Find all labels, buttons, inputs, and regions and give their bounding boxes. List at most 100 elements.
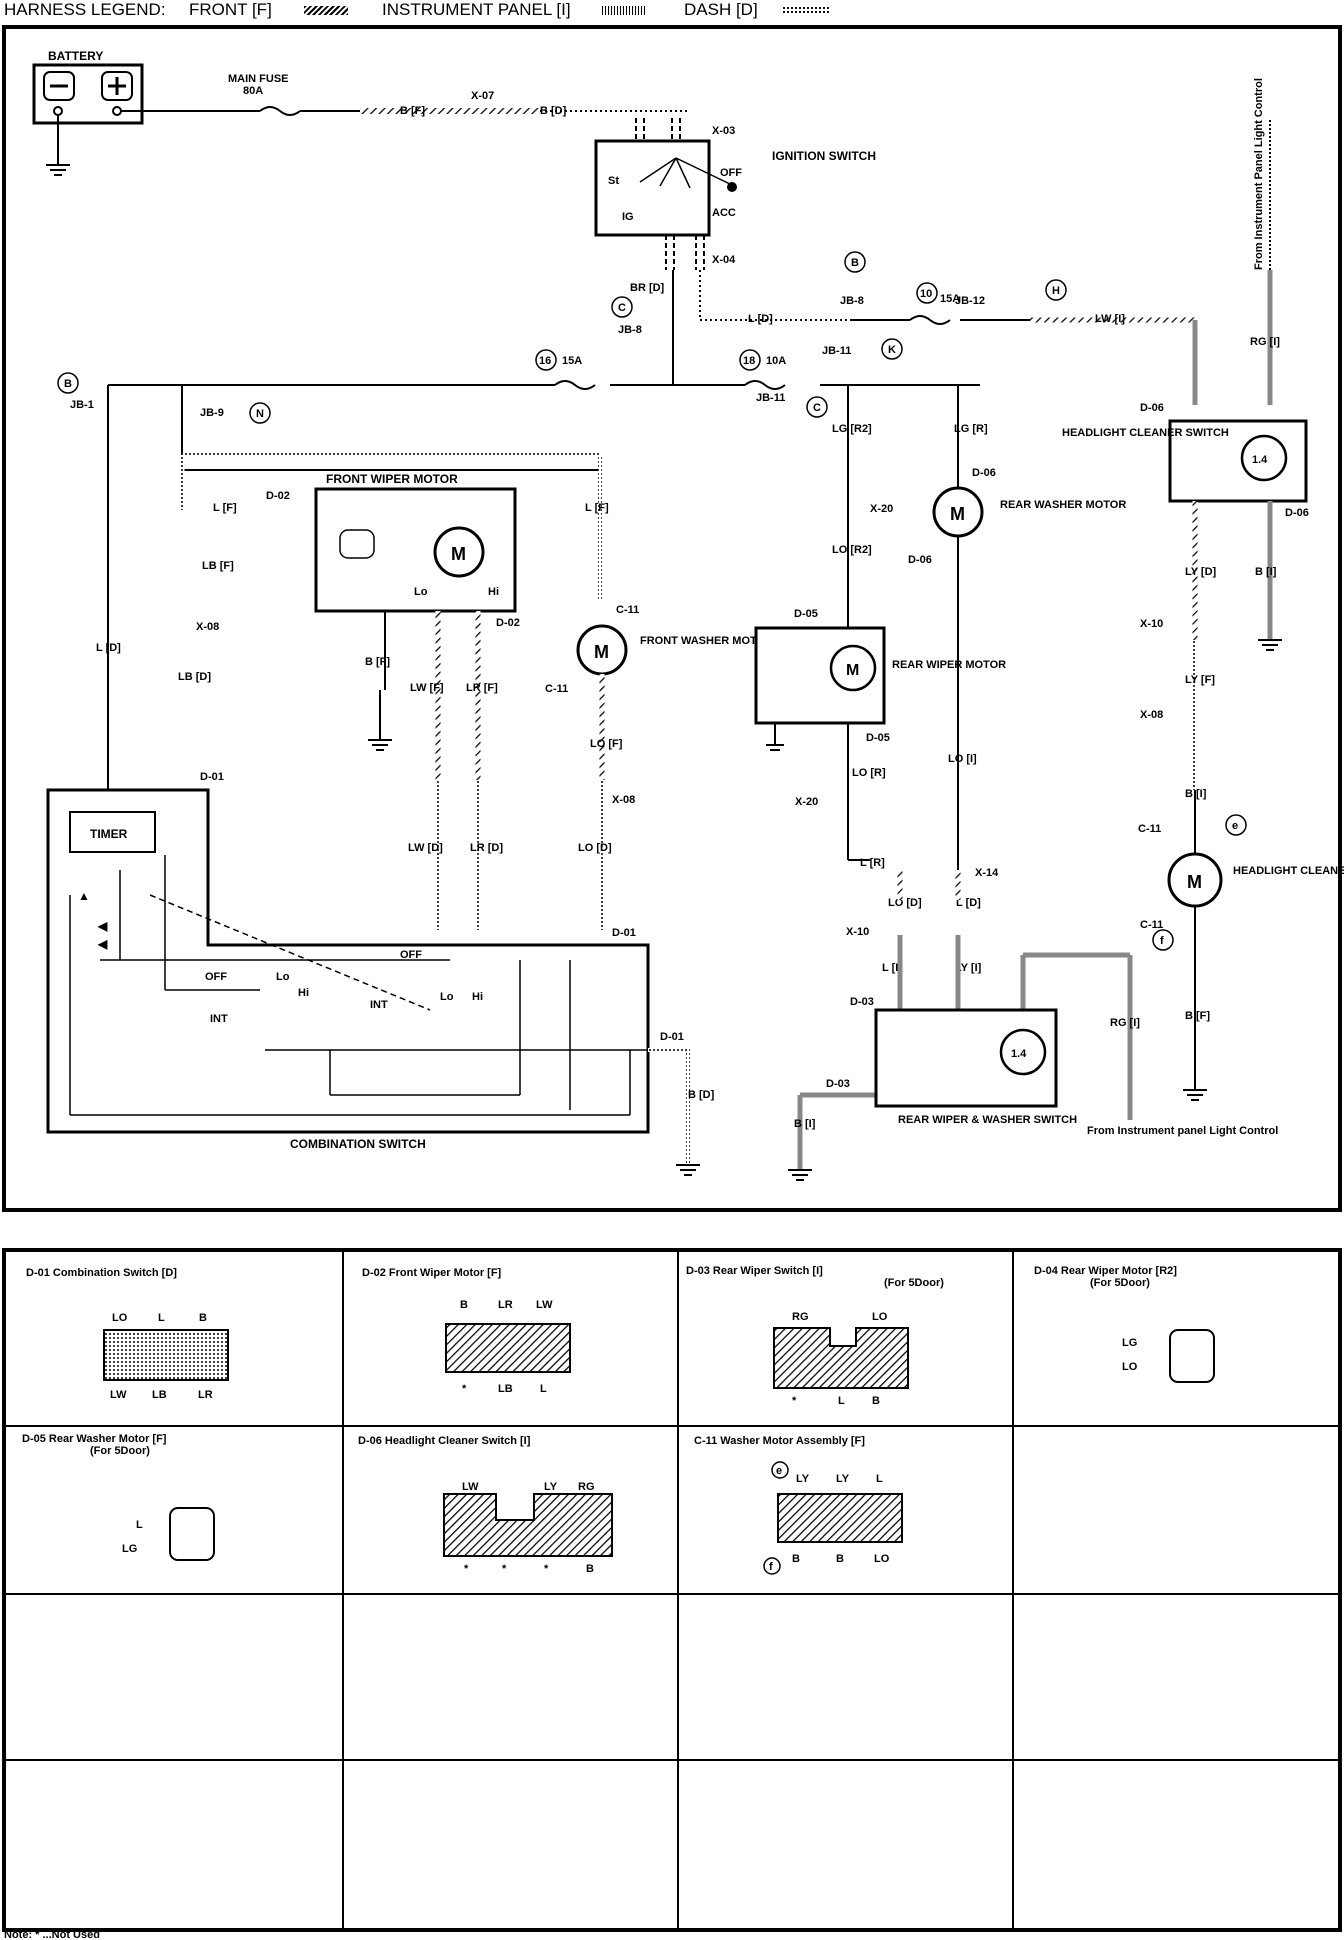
svg-text:Lo: Lo	[276, 971, 290, 983]
svg-text:LB [F]: LB [F]	[202, 560, 234, 572]
svg-text:N: N	[256, 408, 264, 420]
svg-text:LY: LY	[836, 1473, 850, 1485]
svg-text:X-03: X-03	[712, 125, 735, 137]
svg-text:B [I]: B [I]	[1185, 788, 1207, 800]
svg-text:D-01: D-01	[200, 771, 224, 783]
battery-label: BATTERY	[48, 49, 103, 63]
svg-text:L: L	[136, 1519, 143, 1531]
legend-title: HARNESS LEGEND:	[4, 0, 166, 19]
harness-legend: HARNESS LEGEND: FRONT [F] INSTRUMENT PAN…	[4, 0, 904, 22]
svg-text:f: f	[769, 1561, 773, 1573]
svg-text:Lo: Lo	[414, 586, 428, 598]
svg-text:B: B	[64, 378, 72, 390]
svg-text:L [R]: L [R]	[860, 857, 885, 869]
svg-text:D-06 Headlight Cleaner Switch: D-06 Headlight Cleaner Switch [I]	[358, 1435, 531, 1447]
svg-text:LG: LG	[122, 1543, 137, 1555]
front-washer-motor: M FRONT WASHER MOTOR C-11 C-11	[545, 604, 773, 695]
legend-instrument: INSTRUMENT PANEL [I]	[382, 0, 571, 19]
svg-text:LO [R]: LO [R]	[852, 767, 886, 779]
svg-text:X-08: X-08	[612, 794, 635, 806]
svg-text:10A: 10A	[766, 355, 786, 367]
svg-text:K: K	[888, 344, 896, 356]
svg-text:OFF: OFF	[205, 971, 227, 983]
svg-text:D-05 Rear Washer Motor [F]: D-05 Rear Washer Motor [F]	[22, 1433, 167, 1445]
svg-text:D-03 Rear Wiper Switch [I]: D-03 Rear Wiper Switch [I]	[686, 1265, 823, 1277]
svg-text:L [F]: L [F]	[213, 502, 237, 514]
svg-text:D-03: D-03	[850, 996, 874, 1008]
svg-text:1.4: 1.4	[1011, 1048, 1027, 1060]
svg-text:LY: LY	[796, 1473, 810, 1485]
svg-text:M: M	[594, 642, 609, 662]
svg-text:From Instrument panel Light Co: From Instrument panel Light Control	[1087, 1125, 1278, 1137]
svg-text:15A: 15A	[940, 293, 960, 305]
svg-text:LY: LY	[544, 1481, 558, 1493]
svg-text:B [F]: B [F]	[1185, 1010, 1210, 1022]
svg-text:LW: LW	[110, 1389, 127, 1401]
main-fuse-rating: 80A	[243, 85, 263, 97]
connector-table-frame	[2, 1248, 1342, 1932]
svg-text:M: M	[451, 544, 466, 564]
headlight-cleaner-switch: 1.4 HEADLIGHT CLEANER SWITCH D-06 D-06	[1062, 402, 1309, 519]
svg-text:M: M	[1187, 872, 1202, 892]
svg-text:C-11 Washer Motor Assembly [F]: C-11 Washer Motor Assembly [F]	[694, 1435, 865, 1447]
wire-label: B [D]	[540, 105, 567, 117]
svg-text:16: 16	[539, 355, 551, 367]
svg-text:REAR WASHER MOTOR: REAR WASHER MOTOR	[1000, 499, 1126, 511]
svg-text:LR: LR	[498, 1299, 513, 1311]
svg-text:LB: LB	[152, 1389, 167, 1401]
svg-text:FRONT WIPER MOTOR: FRONT WIPER MOTOR	[326, 472, 458, 486]
svg-text:LY [D]: LY [D]	[1185, 566, 1217, 578]
svg-text:INT: INT	[210, 1013, 228, 1025]
svg-text:LB [D]: LB [D]	[178, 671, 211, 683]
svg-text:RG [I]: RG [I]	[1250, 336, 1280, 348]
svg-text:LY [I]: LY [I]	[955, 962, 982, 974]
svg-text:f: f	[1160, 935, 1164, 947]
svg-text:LW [I]: LW [I]	[1095, 313, 1125, 325]
svg-text:LG [R2]: LG [R2]	[832, 423, 872, 435]
svg-text:B: B	[792, 1553, 800, 1565]
svg-text:St: St	[608, 175, 619, 187]
svg-text:(For 5Door): (For 5Door)	[90, 1445, 150, 1457]
svg-text:RG: RG	[578, 1481, 595, 1493]
svg-text:B [I]: B [I]	[794, 1118, 816, 1130]
svg-text:X-20: X-20	[795, 796, 818, 808]
svg-text:e: e	[1232, 820, 1238, 832]
svg-text:B: B	[199, 1312, 207, 1324]
svg-text:X-20: X-20	[870, 503, 893, 515]
svg-text:X-08: X-08	[1140, 709, 1163, 721]
svg-text:JB-11: JB-11	[756, 392, 785, 404]
rear-washer-motor: M REAR WASHER MOTOR D-06 D-06 LG [R]	[908, 423, 1126, 566]
connector-table-grid	[4, 1250, 1340, 1930]
svg-text:FRONT WASHER MOTOR: FRONT WASHER MOTOR	[640, 635, 773, 647]
svg-text:LO: LO	[874, 1553, 890, 1565]
svg-text:15A: 15A	[562, 355, 582, 367]
svg-text:C: C	[813, 402, 821, 414]
svg-text:*: *	[544, 1563, 549, 1575]
ignition-switch-label: IGNITION SWITCH	[772, 149, 876, 163]
svg-text:*: *	[462, 1383, 467, 1395]
svg-text:REAR WIPER MOTOR: REAR WIPER MOTOR	[892, 659, 1006, 671]
svg-text:X-10: X-10	[1140, 618, 1163, 630]
svg-text:LR: LR	[198, 1389, 213, 1401]
diagram-frame	[2, 25, 1342, 1212]
svg-text:LO [F]: LO [F]	[590, 738, 623, 750]
svg-text:C-11: C-11	[616, 604, 639, 616]
svg-text:Lo: Lo	[440, 991, 454, 1003]
main-fuse-label: MAIN FUSE	[228, 73, 289, 85]
svg-text:L: L	[876, 1473, 883, 1485]
svg-text:LB: LB	[498, 1383, 513, 1395]
svg-text:L: L	[158, 1312, 165, 1324]
svg-text:B [F]: B [F]	[365, 656, 390, 668]
svg-text:D-01: D-01	[660, 1031, 684, 1043]
svg-text:LW: LW	[536, 1299, 553, 1311]
combination-switch: TIMER COMBINATION SWITCH OFF INT Lo Hi O…	[46, 788, 650, 1151]
svg-text:LO [D]: LO [D]	[888, 897, 922, 909]
svg-text:B [D]: B [D]	[688, 1089, 715, 1101]
svg-text:COMBINATION SWITCH: COMBINATION SWITCH	[290, 1137, 426, 1151]
